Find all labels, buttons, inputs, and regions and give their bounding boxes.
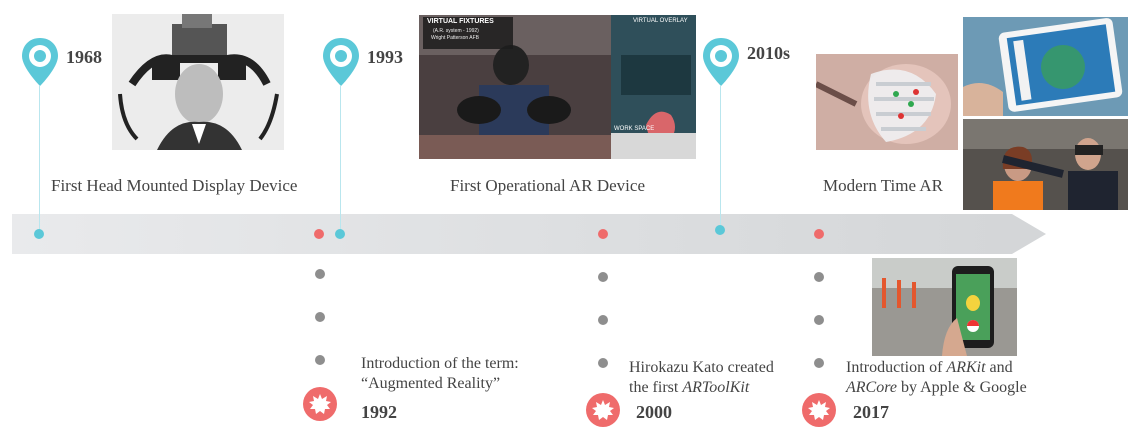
connector-dot bbox=[315, 269, 325, 279]
photo-label: WORK SPACE bbox=[614, 126, 655, 132]
timeline-bar bbox=[12, 214, 1012, 254]
pin-connector bbox=[720, 86, 721, 226]
pokemon-go-photo bbox=[872, 258, 1017, 356]
timeline-dot bbox=[715, 225, 725, 235]
photo-label: VIRTUAL FIXTURES bbox=[427, 18, 494, 25]
hmd-photo bbox=[112, 14, 284, 150]
year-label: 1992 bbox=[361, 402, 397, 422]
connector-dot bbox=[598, 272, 608, 282]
virtual-overlay-photo: VIRTUAL OVERLAY WORK SPACE bbox=[611, 15, 696, 159]
connector-dot bbox=[598, 315, 608, 325]
burst-icon bbox=[801, 392, 837, 428]
milestone-caption: Modern Time AR bbox=[823, 176, 943, 195]
pin-connector bbox=[340, 86, 341, 232]
event-dot bbox=[314, 229, 324, 239]
map-pin-icon bbox=[20, 36, 60, 88]
burst-icon bbox=[302, 386, 338, 422]
connector-dot bbox=[315, 312, 325, 322]
milestone-description: Hirokazu Kato created the first ARToolKi… bbox=[629, 359, 774, 396]
ar-headset-photo bbox=[963, 119, 1128, 210]
timeline-dot bbox=[34, 229, 44, 239]
connector-dot bbox=[598, 358, 608, 368]
year-label: 2010s bbox=[747, 43, 791, 63]
milestone-caption: First Head Mounted Display Device bbox=[51, 176, 298, 195]
timeline-arrowhead bbox=[1012, 214, 1046, 254]
milestone-description: Introduction of ARKit and ARCore by Appl… bbox=[846, 359, 1027, 396]
ar-anatomy-photo bbox=[816, 54, 958, 150]
event-dot bbox=[598, 229, 608, 239]
event-dot bbox=[814, 229, 824, 239]
virtual-fixtures-photo: VIRTUAL FIXTURES (A.R. system - 1992) Wr… bbox=[419, 15, 611, 159]
timeline-dot bbox=[335, 229, 345, 239]
map-pin-icon bbox=[321, 36, 361, 88]
ar-tablet-photo bbox=[963, 17, 1128, 116]
year-label: 2017 bbox=[853, 402, 889, 422]
map-pin-icon bbox=[701, 36, 741, 88]
connector-dot bbox=[814, 272, 824, 282]
photo-label: Wright Patterson AFB bbox=[431, 35, 479, 41]
connector-dot bbox=[315, 355, 325, 365]
year-label: 1968 bbox=[66, 47, 102, 67]
year-label: 2000 bbox=[636, 402, 672, 422]
photo-label: (A.R. system - 1992) bbox=[433, 28, 479, 34]
pin-connector bbox=[39, 86, 40, 232]
photo-label: VIRTUAL OVERLAY bbox=[633, 18, 688, 24]
burst-icon bbox=[585, 392, 621, 428]
milestone-description: Introduction of the term: “Augmented Rea… bbox=[361, 355, 519, 392]
connector-dot bbox=[814, 358, 824, 368]
year-label: 1993 bbox=[367, 47, 403, 67]
connector-dot bbox=[814, 315, 824, 325]
milestone-caption: First Operational AR Device bbox=[450, 176, 645, 195]
